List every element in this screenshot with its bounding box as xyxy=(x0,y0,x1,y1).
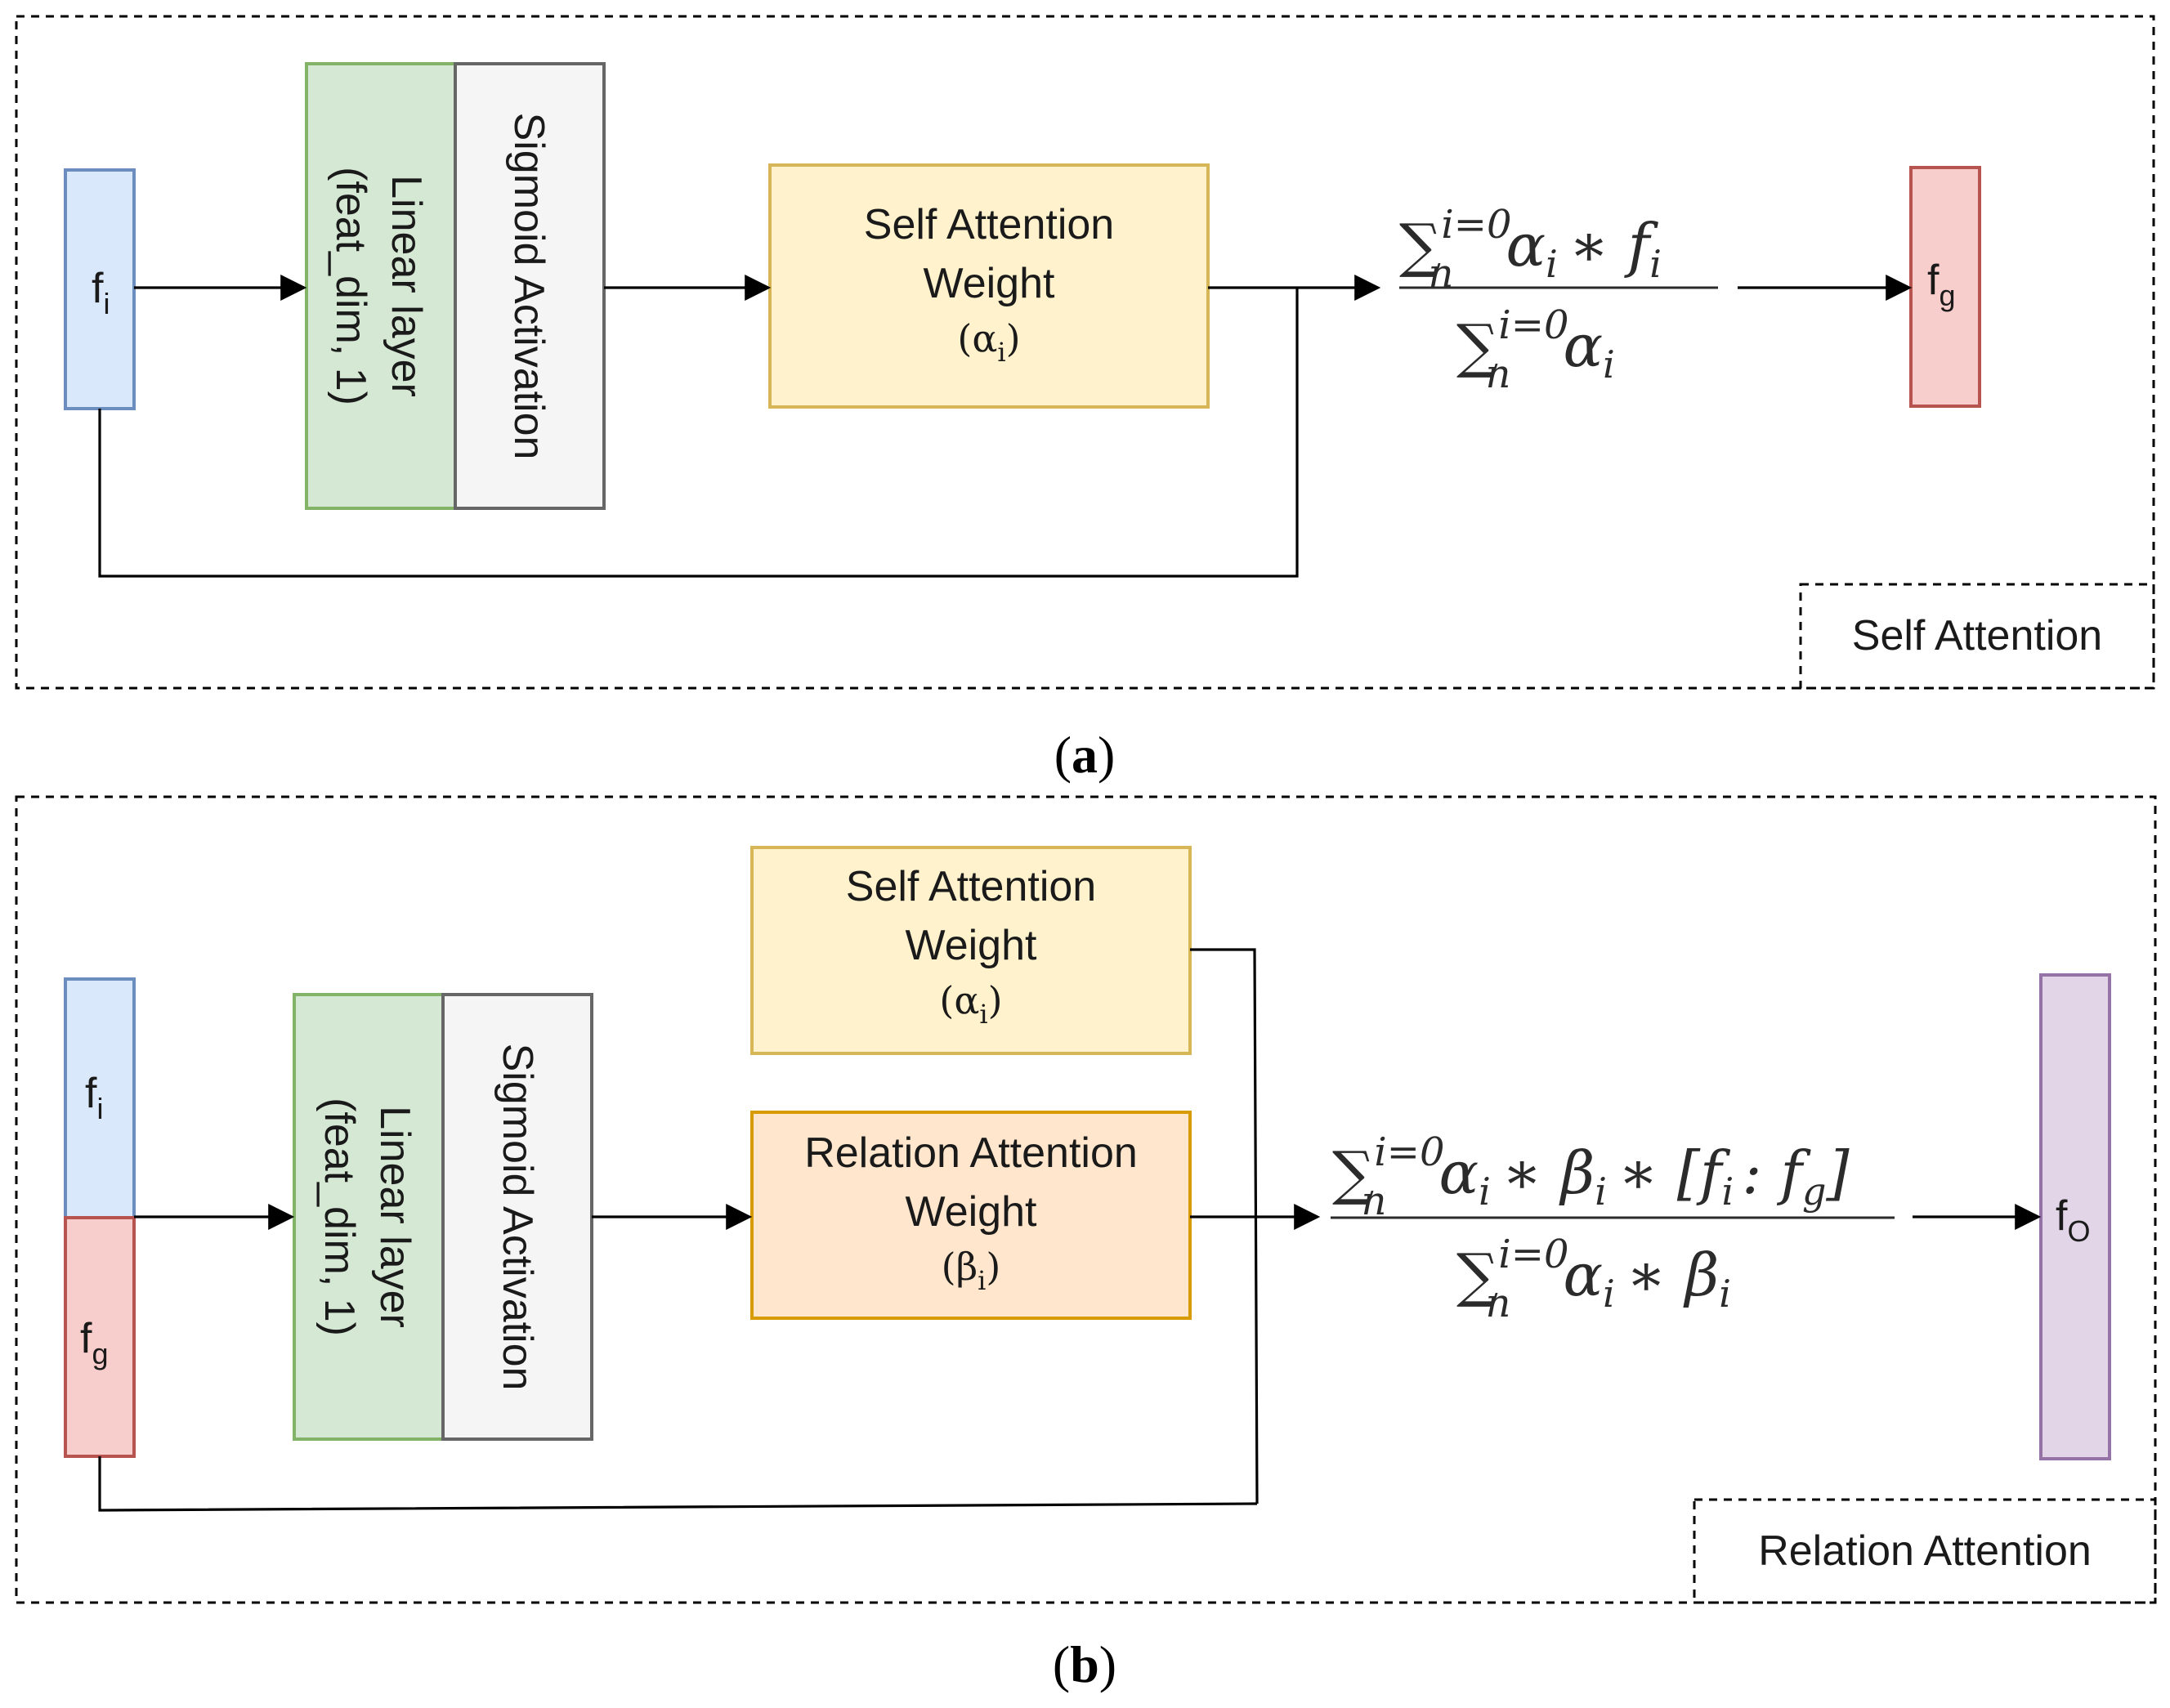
panel-b-fg-label: fg xyxy=(80,1315,108,1370)
panel-b-sigmoid-label: Sigmoid Activation xyxy=(494,1044,541,1391)
panel-b-fi-block xyxy=(64,977,136,1219)
panel-a-edge-skip xyxy=(98,288,1299,578)
panel-a-linear-args: (feat_dim, 1) xyxy=(327,167,374,405)
panel-b-linear-args: (feat_dim, 1) xyxy=(315,1098,363,1336)
panel-a-linear-layer-label: Linear layer xyxy=(383,175,430,397)
panel-b-sigmoid-block xyxy=(441,993,593,1441)
panel-b-legend: Relation Attention xyxy=(1758,1527,2092,1575)
panel-a-caption: (a) xyxy=(1054,726,1116,784)
panel-a-weight-line1: Self Attention xyxy=(864,201,1114,248)
panel-b-fo-output-block xyxy=(2039,973,2111,1460)
panel-b-fi-label: fi xyxy=(85,1070,103,1125)
panel-b-linear-layer-block xyxy=(293,993,445,1441)
panel-b-self-attention-weight-block xyxy=(750,846,1192,1055)
panel-b-relation-attention-weight-block xyxy=(750,1111,1192,1320)
panel-a-weight-symbol: (αi) xyxy=(957,316,1020,368)
panel-a-fg-label: fg xyxy=(1927,257,1955,312)
panel-a-legend: Self Attention xyxy=(1852,612,2102,660)
panel-b-legend-box xyxy=(1693,1498,2157,1604)
panel-b-self-weight-line1: Self Attention xyxy=(846,863,1096,910)
panel-b-rel-weight-symbol: (βi) xyxy=(942,1245,1001,1296)
panel-b-self-weight-line2: Weight xyxy=(906,922,1037,969)
panel-b-edge-self-weight-down xyxy=(1190,948,1259,1505)
panel-a-fi-label: fi xyxy=(92,265,110,320)
panel-b-linear-layer-label: Linear layer xyxy=(371,1106,418,1328)
panel-a-fi-block xyxy=(64,168,136,410)
panel-b-rel-weight-line1: Relation Attention xyxy=(804,1129,1138,1177)
panel-b-rel-weight-line2: Weight xyxy=(906,1188,1037,1236)
panel-a-weight-line2: Weight xyxy=(924,260,1055,307)
panel-b-edge-skip xyxy=(98,1456,1258,1512)
panel-a-frame xyxy=(15,15,2155,690)
panel-a-sigmoid-label: Sigmoid Activation xyxy=(505,113,553,460)
panel-b-fo-label: fO xyxy=(2056,1192,2090,1248)
panel-b-caption: (b) xyxy=(1053,1635,1116,1693)
panel-a: Self Attention fi Linear layer (feat_dim… xyxy=(15,15,2155,784)
panel-b-self-weight-symbol: (αi) xyxy=(939,978,1002,1030)
panel-a-self-attention-weight-block xyxy=(768,163,1210,409)
panel-b: Relation Attention fi fg Linear layer (f… xyxy=(15,795,2157,1693)
panel-a-legend-box xyxy=(1799,583,2155,690)
panel-a-sigmoid-block xyxy=(454,62,606,510)
panel-a-fg-output-block xyxy=(1909,166,1981,408)
